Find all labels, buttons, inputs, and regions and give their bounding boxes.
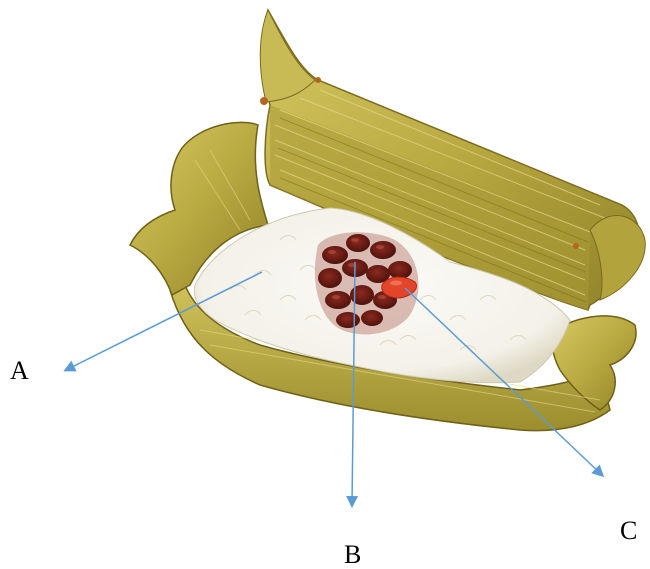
label-b: B xyxy=(344,542,361,568)
label-a: A xyxy=(10,358,29,384)
label-c: C xyxy=(620,518,637,544)
